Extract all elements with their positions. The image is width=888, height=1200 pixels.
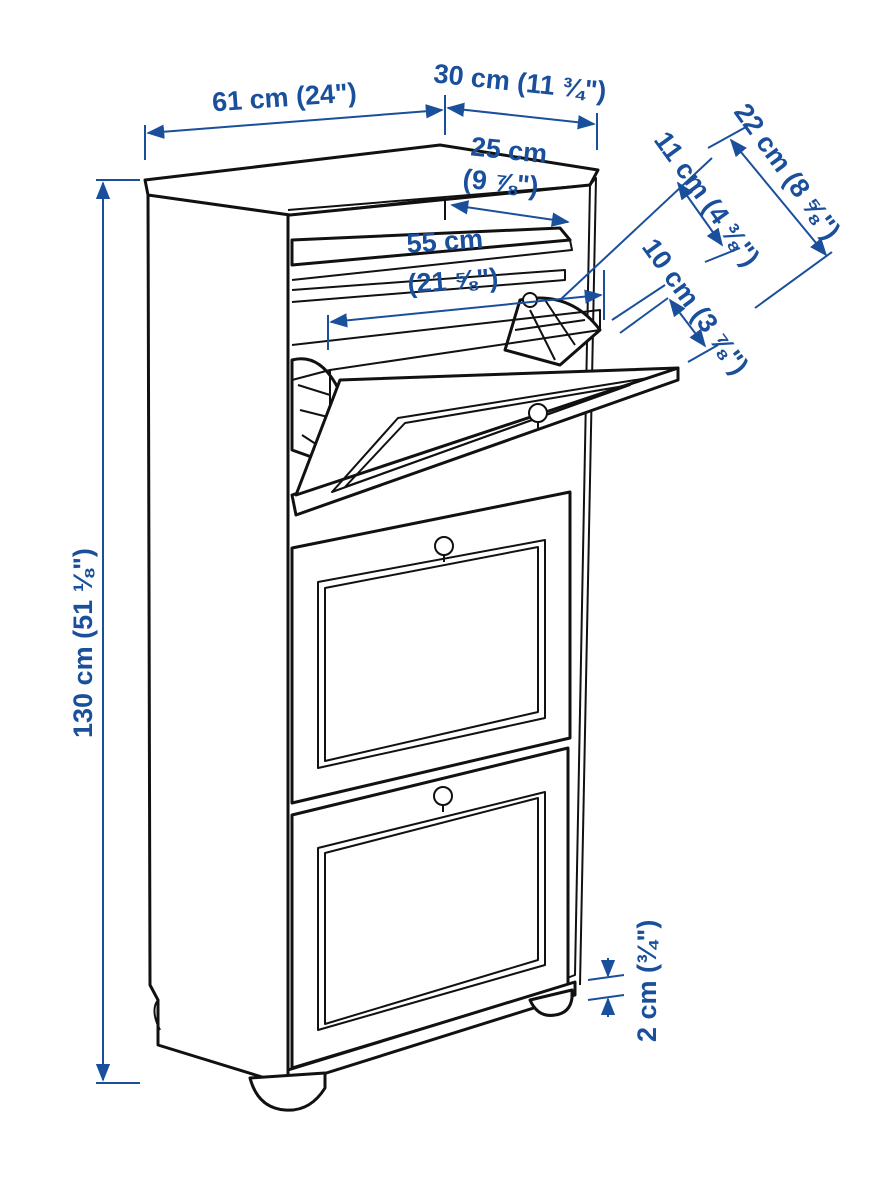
- open-drawer-front: [290, 366, 680, 517]
- dimension-lines: [95, 95, 833, 1084]
- foot-front-right: [528, 988, 574, 1017]
- cabinet-side-panel: [146, 188, 290, 1087]
- inner-width-inch-label: (21 ⅝"): [407, 263, 500, 299]
- height-label: 130 cm (51 ⅛"): [68, 548, 98, 738]
- floor-gap-label: 2 cm (¾"): [632, 920, 662, 1042]
- width-label: 61 cm (24"): [211, 77, 358, 117]
- knob-icon: [434, 536, 454, 556]
- knob-icon: [528, 403, 548, 423]
- drawer-middle: [290, 490, 572, 805]
- foot-front-left: [248, 1071, 327, 1112]
- drawer-bottom: [290, 746, 570, 1070]
- depth-label: 30 cm (11 ¾"): [432, 58, 608, 106]
- compartment-22-label: 22 cm (8 ⅝"): [728, 98, 846, 245]
- knob-icon: [433, 786, 453, 806]
- inner-width-label: 55 cm: [406, 224, 484, 259]
- cabinet-right-edge: [579, 177, 597, 986]
